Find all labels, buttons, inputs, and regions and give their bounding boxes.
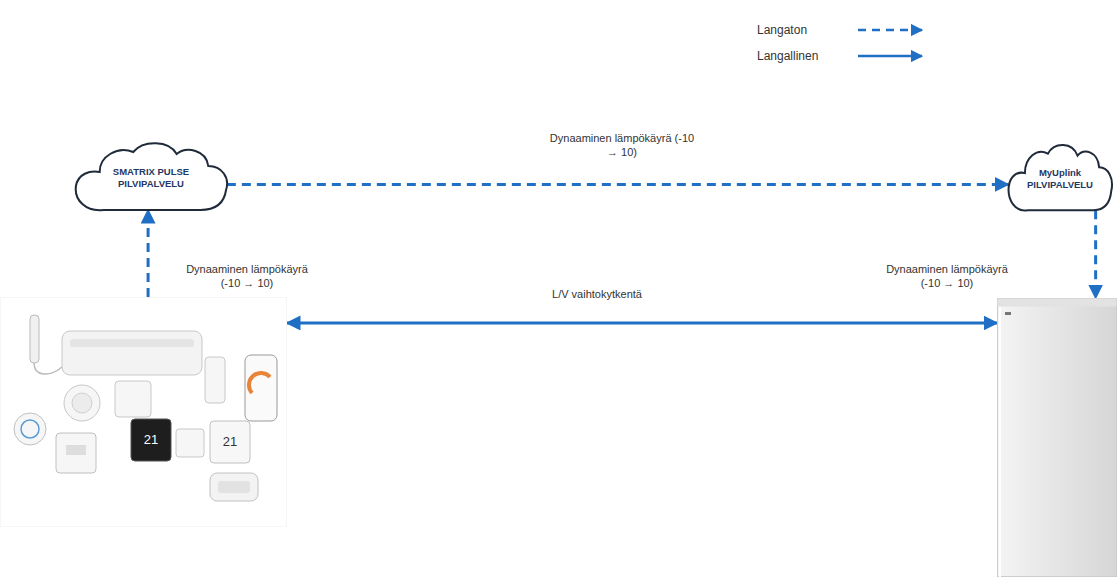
- wireless-connector: [227, 183, 1008, 186]
- heat-pump-illustration: [997, 298, 1117, 577]
- device-illustration: 21 21: [0, 297, 287, 527]
- connector-label: Dynaaminen lämpökäyrä (-10 → 10): [875, 262, 1019, 291]
- connector-label: L/V vaihtokytkentä: [525, 287, 669, 301]
- display-number: 21: [215, 434, 245, 450]
- connector-label: Dynaaminen lämpökäyrä (-10 → 10): [545, 131, 699, 160]
- wireless-connector: [1094, 210, 1097, 298]
- legend-text: Langallinen: [757, 48, 818, 64]
- cloud-label: SMATRIX PULSE PILVIPALVELU: [103, 166, 199, 190]
- wired-connector: [287, 321, 997, 324]
- heat-pump-picture: [997, 298, 1117, 577]
- cloud-label: MyUplink PILVIPALVELU: [1020, 167, 1100, 191]
- connector-label: Dynaaminen lämpökäyrä (-10 → 10): [175, 262, 319, 291]
- cloud-service: SMATRIX PULSE PILVIPALVELU: [72, 138, 230, 218]
- device-picture: [0, 297, 287, 527]
- display-number: 21: [136, 432, 166, 448]
- legend-line-sample: [858, 55, 922, 58]
- cloud-service: MyUplink PILVIPALVELU: [1006, 140, 1114, 218]
- wireless-connector: [147, 210, 150, 297]
- legend-line-sample: [858, 29, 922, 32]
- legend-text: Langaton: [757, 22, 807, 38]
